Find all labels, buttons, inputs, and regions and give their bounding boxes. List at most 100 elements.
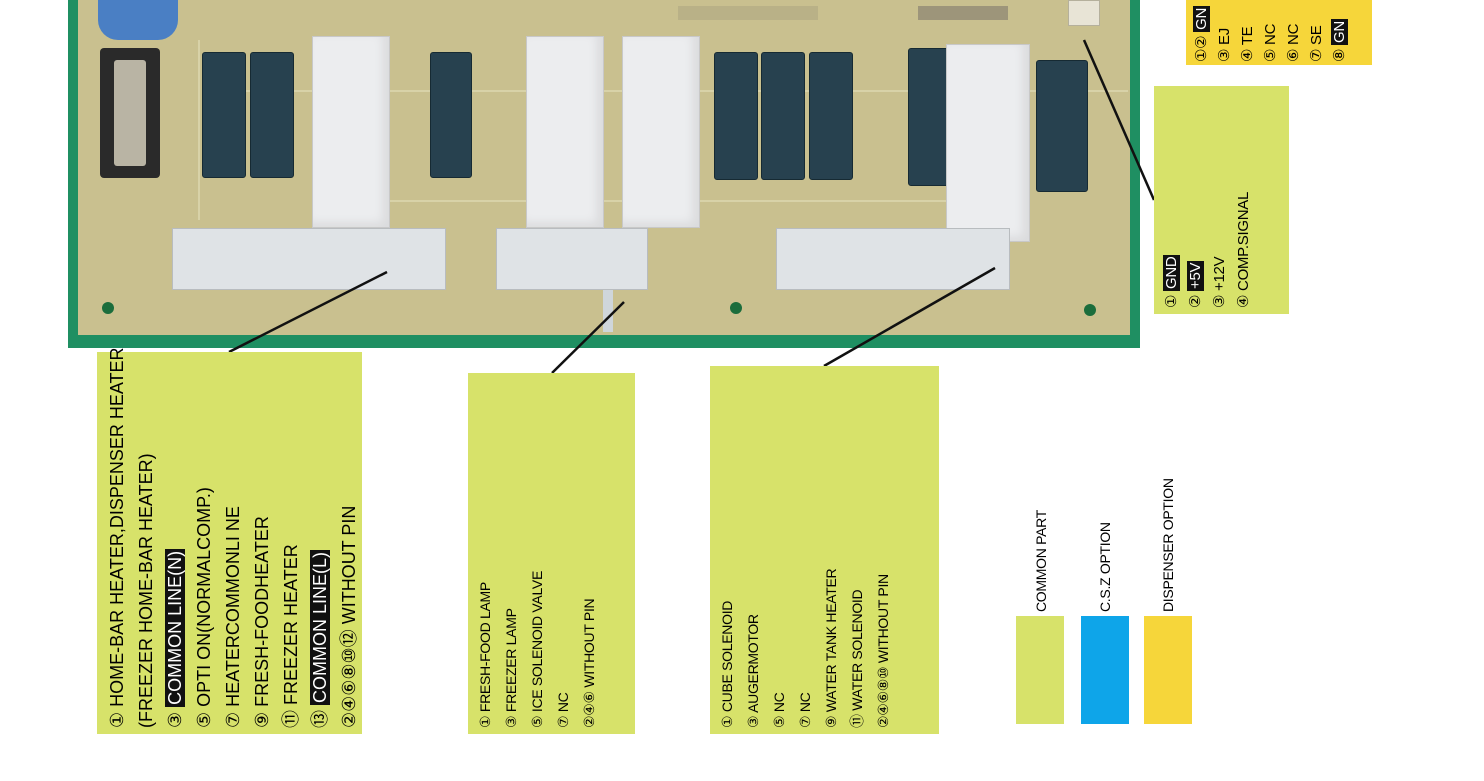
- pin-number: ④: [1239, 48, 1256, 62]
- box2-line: ⑦ NC: [550, 378, 576, 728]
- box3-line: ②④⑥⑧⑩ WITHOUT PIN: [870, 368, 896, 728]
- box3-line: ① CUBE SOLENOID: [714, 368, 740, 728]
- pcb-board: [68, 0, 1140, 348]
- pin-number: ⑦: [1308, 48, 1325, 62]
- pin-function: (FREEZER HOME-BAR HEATER): [136, 453, 156, 728]
- box1-line: ① HOME-BAR HEATER,DISPENSER HEATER: [103, 347, 132, 728]
- pin-function: GN: [1331, 19, 1348, 45]
- pin-function: NC: [797, 692, 813, 713]
- pin-function: HEATERCOMMONLI NE: [223, 506, 243, 707]
- pin-number: ①: [719, 715, 735, 728]
- pin-function: NC: [555, 692, 571, 713]
- ic-chip: [918, 6, 1008, 20]
- box3-line: ③ AUGERMOTOR: [740, 368, 766, 728]
- box2-line: ②④⑥ WITHOUT PIN: [576, 378, 602, 728]
- pin-number: ⑤: [771, 715, 787, 728]
- pin-function: WATER SOLENOID: [849, 589, 865, 711]
- box4-line: ④ COMP.SIGNAL: [1232, 88, 1256, 308]
- fuse-glass: [114, 60, 146, 166]
- pcb-surface: [78, 0, 1130, 335]
- pin-number: ①: [477, 715, 493, 728]
- box2-line: ① FRESH-FOOD LAMP: [472, 378, 498, 728]
- pin-function: GND: [1163, 254, 1180, 291]
- pin-number: ①: [1163, 294, 1180, 308]
- leader-line-2: [551, 301, 625, 374]
- pin-function: COMMON LINE(N): [165, 548, 185, 707]
- pin-number: ⑪: [281, 710, 301, 728]
- box3-line: ⑦ NC: [792, 368, 818, 728]
- mount-hole: [102, 302, 114, 314]
- relay-white-4: [946, 44, 1030, 242]
- pin-number: ②④⑥⑧⑩: [875, 666, 891, 728]
- pin-number: ⑨: [252, 711, 272, 728]
- box5-line: ④ TE: [1236, 0, 1259, 62]
- relay-black-8: [1036, 60, 1088, 192]
- pin-function: NC: [771, 692, 787, 713]
- mount-hole: [730, 302, 742, 314]
- pin-function: WITHOUT PIN: [581, 598, 597, 688]
- box5-line: ①② GN: [1190, 0, 1213, 62]
- pin-function: WATER TANK HEATER: [823, 568, 839, 713]
- pin-number: ③: [1211, 294, 1228, 308]
- leader-line-1: [228, 270, 388, 354]
- relay-black-3: [430, 52, 472, 178]
- pin-number: ③: [745, 715, 761, 728]
- box5-line: ③ EJ: [1213, 0, 1236, 62]
- pin-function: WITHOUT PIN: [339, 505, 359, 625]
- box1-line: ⑬ COMMON LINE(L): [306, 358, 335, 728]
- pin-number: ⑤: [1262, 48, 1279, 62]
- relay-black-2: [250, 52, 294, 178]
- pin-function: HOME-BAR HEATER,DISPENSER HEATER: [107, 347, 127, 707]
- relay-black-1: [202, 52, 246, 178]
- box1-line: ⑨ FRESH-FOODHEATER: [248, 358, 277, 728]
- leader-line-4: [1082, 39, 1156, 201]
- pin-function: CUBE SOLENOID: [719, 600, 735, 713]
- pin-function: +12V: [1211, 256, 1228, 291]
- box5-line: ⑥ NC: [1282, 0, 1305, 62]
- pin-function: FRESH-FOOD LAMP: [477, 582, 493, 713]
- box3-line: ⑪ WATER SOLENOID: [844, 368, 870, 728]
- pin-number: ⑦: [223, 711, 243, 728]
- pin-function: SE: [1308, 25, 1325, 45]
- relay-white-2: [526, 36, 604, 228]
- connector-13pin: [172, 228, 446, 290]
- pin-function: GN: [1193, 5, 1210, 32]
- box2-line: ⑤ ICE SOLENOID VALVE: [524, 378, 550, 728]
- connector-label-box-1: ① HOME-BAR HEATER,DISPENSER HEATER (FREE…: [97, 347, 362, 734]
- pin-number: ③: [165, 711, 185, 728]
- connector-11pin: [776, 228, 1010, 290]
- pin-function: +5V: [1187, 260, 1204, 291]
- pin-function: WITHOUT PIN: [875, 574, 891, 664]
- relay-black-4: [714, 52, 758, 180]
- pin-function: OPTI ON(NORMALCOMP.): [194, 487, 214, 707]
- box3-line: ⑤ NC: [766, 368, 792, 728]
- box5-line: ⑧ GN: [1328, 0, 1351, 62]
- box3-line: ⑨ WATER TANK HEATER: [818, 368, 844, 728]
- pin-number: ④: [1235, 294, 1252, 308]
- pin-number: ①②: [1193, 35, 1210, 62]
- box2-line: ③ FREEZER LAMP: [498, 378, 524, 728]
- legend-swatch-common: [1016, 616, 1064, 724]
- legend-swatch-csz: [1081, 616, 1129, 724]
- relay-black-5: [761, 52, 805, 180]
- box5-line: ⑤ NC: [1259, 0, 1282, 62]
- pin-number: ⑦: [555, 715, 571, 728]
- pin-number: ③: [1216, 48, 1233, 62]
- pin-number: ②④⑥⑧⑩⑫: [339, 629, 359, 728]
- box1-line: (FREEZER HOME-BAR HEATER): [132, 358, 161, 728]
- pin-number: ②④⑥: [581, 691, 597, 728]
- pin-number: ③: [503, 715, 519, 728]
- pin-number: ⑪: [849, 714, 865, 728]
- pin-function: FREEZER HEATER: [281, 544, 301, 705]
- box4-line: ① GND: [1160, 88, 1184, 308]
- box1-line: ⑤ OPTI ON(NORMALCOMP.): [190, 358, 219, 728]
- leader-line-3: [823, 266, 996, 368]
- relay-white-1: [312, 36, 390, 228]
- legend-label-dispenser: DISPENSER OPTION: [1160, 478, 1176, 612]
- pin-function: TE: [1239, 26, 1256, 46]
- legend-label-csz: C.S.Z OPTION: [1097, 522, 1113, 612]
